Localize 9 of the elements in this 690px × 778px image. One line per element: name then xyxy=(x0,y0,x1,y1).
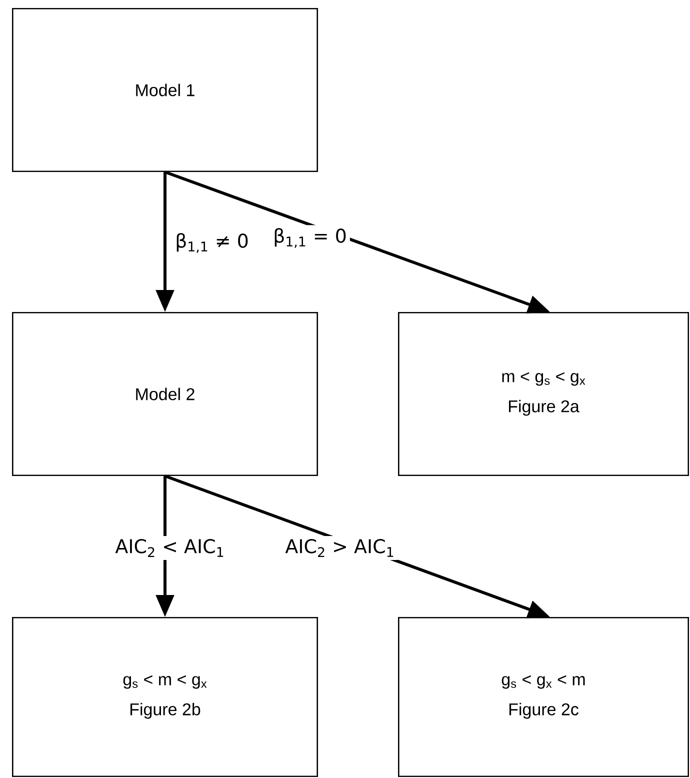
process-box: g$_{s}$ < g$_{x}$ < m Figure 2c xyxy=(398,617,690,777)
edge-label: β$_{1,1}$ = 0 xyxy=(270,225,350,251)
process-box: Model 1 xyxy=(12,8,318,172)
edge-label: AIC$_{2}$ < AIC$_{1}$ xyxy=(112,536,228,560)
edge-label: AIC$_{2}$ > AIC$_{1}$ xyxy=(282,536,398,560)
process-box: Model 2 xyxy=(12,312,318,476)
process-box: g$_{s}$ < m < g$_{x}$ Figure 2b xyxy=(12,617,318,777)
process-box: m < g$_{s}$ < g$_{x}$ Figure 2a xyxy=(398,312,690,476)
edge-label: β$_{1,1}$ ≠ 0 xyxy=(172,230,252,256)
